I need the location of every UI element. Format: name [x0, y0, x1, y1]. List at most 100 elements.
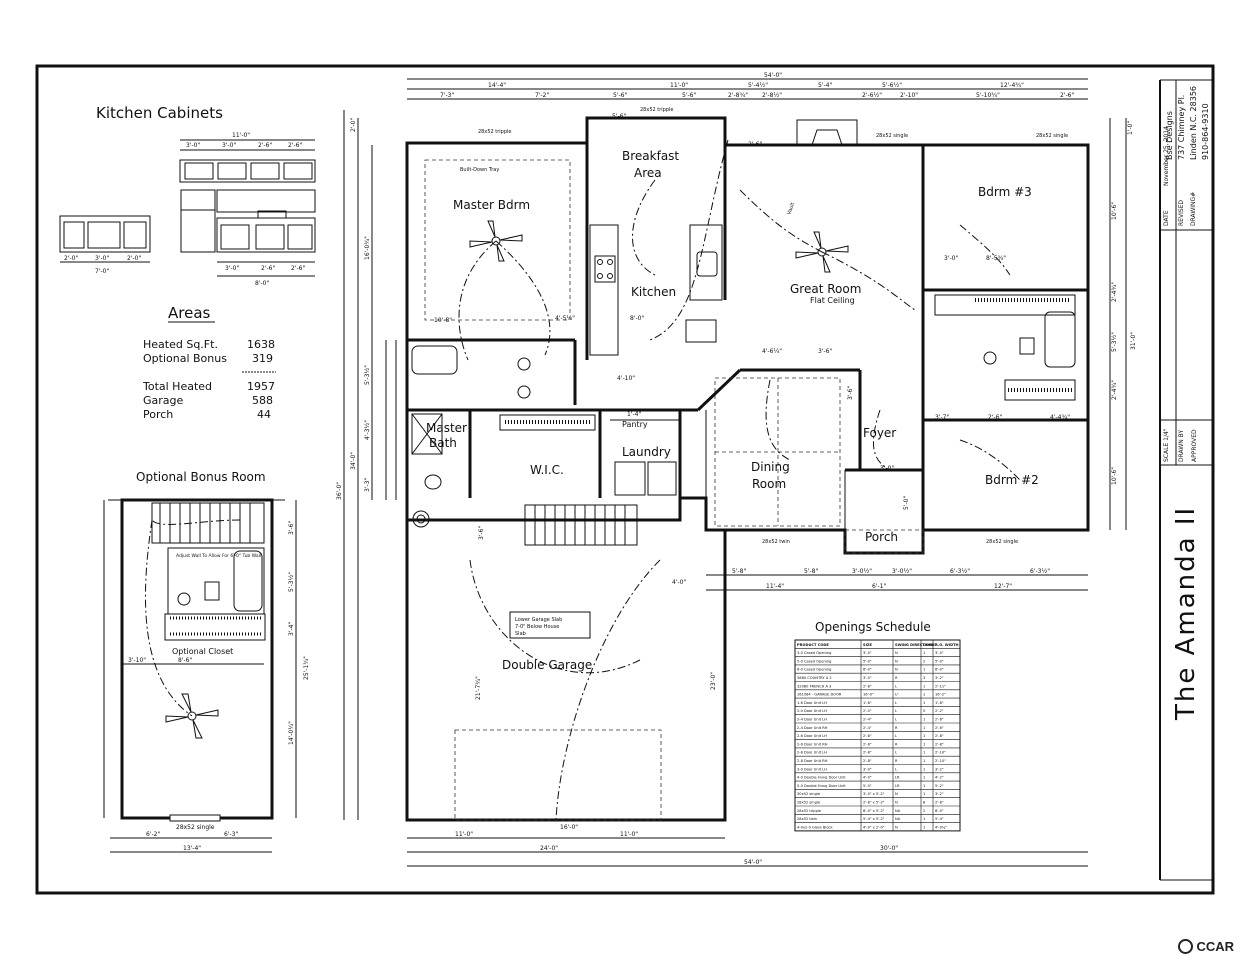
openings-table-cell: 1'-8" — [935, 701, 944, 705]
room-breakfast-1: Breakfast — [622, 149, 679, 163]
dim-misc-12: 8'-5¾" — [986, 255, 1006, 262]
dim-top-r1-2: 5'-4½" — [748, 82, 768, 89]
openings-table-cell: L — [895, 734, 897, 738]
tb-drawing-label: DRAWING# — [1190, 192, 1197, 226]
openings-table-cell: 1 — [923, 734, 925, 738]
kitchen-counter-right — [689, 224, 723, 301]
openings-table-cell: 6-0 Cased Opening — [797, 668, 831, 672]
area-label-total: Total Heated — [142, 380, 212, 393]
cab-left-total: 7'-0" — [95, 268, 109, 275]
plan-name: The Amanda II — [1171, 506, 1201, 721]
water-heater-icon — [412, 510, 430, 528]
great-room-note: Flat Ceiling — [810, 296, 855, 305]
cab-left-dim-2: 3'-0" — [95, 255, 109, 262]
openings-table-frame — [794, 639, 961, 832]
dim-misc-13: 3'-7" — [935, 414, 949, 421]
openings-table-cell: N — [895, 792, 898, 796]
tb-address2: Linden N.C. 28356 — [1189, 86, 1198, 160]
dim-top-r1-5: 12'-4¾" — [1000, 82, 1024, 89]
openings-table-cell: R — [895, 759, 898, 763]
openings-table-cell: 3'-0" — [935, 651, 944, 655]
tb-address1: 737 Chimney Pl. — [1177, 95, 1186, 160]
area-value-heated: 1638 — [247, 338, 275, 351]
openings-table-cell: 3'-0" x 5'-2" — [863, 792, 885, 796]
openings-table-cell: 5'-2" — [935, 784, 944, 788]
room-wic: W.I.C. — [530, 463, 564, 477]
cab-left-dim-3: 2'-0" — [127, 255, 141, 262]
area-value-bonus: 319 — [252, 352, 273, 365]
kitchen-cabinets-panel: Kitchen Cabinets 11'-0" 3'-0" 3'-0" 2'-6… — [59, 104, 316, 287]
openings-table-cell: 3'-2" — [935, 676, 944, 680]
openings-table-cell: NA — [895, 817, 901, 821]
vault-label: Vault — [786, 202, 796, 216]
garage-note-1: Lower Garage Slab — [515, 617, 562, 623]
cab-upper-total: 11'-0" — [232, 132, 250, 139]
area-value-garage: 588 — [252, 394, 273, 407]
fireplace-icon — [796, 119, 858, 146]
garage-note-2: 7-0" Below House — [515, 624, 559, 630]
dim-top-r2-5: 2'-8½" — [762, 92, 782, 99]
bonus-window: 28x52 single — [176, 824, 215, 831]
openings-table-cell: 1 — [923, 784, 925, 788]
bonus-dim-right-c: 3'-4" — [288, 622, 295, 636]
bonus-tub — [233, 550, 263, 612]
area-label-bonus: Optional Bonus — [143, 352, 227, 365]
openings-table-cell: 2'-6" — [863, 742, 872, 746]
dim-garage-top: 4'-0" — [672, 579, 686, 586]
openings-table-cell: 3'-2" — [935, 767, 944, 771]
openings-header-cell: R.O. WIDTH — [935, 643, 959, 647]
tb-phone: 910-864-9310 — [1201, 103, 1210, 160]
openings-table-cell: 3'-0" — [863, 767, 872, 771]
bonus-dim-left-a: 3'-10" — [128, 657, 146, 664]
openings-table-cell: 30x52 single — [797, 792, 821, 796]
dim-left-total: 36'-0" — [336, 482, 343, 500]
bonus-dim-right-e: 14'-0¼" — [288, 721, 295, 745]
main-floor-plan: 54'-0" 14'-4" 11'-0" 5'-4½" 5'-4" 5'-6½"… — [336, 72, 1137, 867]
openings-table-cell: N — [895, 651, 898, 655]
openings-table-cell: 161084 - GARAGE DOOR — [797, 693, 842, 697]
cab-lower-total: 8'-0" — [255, 280, 269, 287]
bonus-dim-bottom-a: 6'-2" — [146, 831, 160, 838]
openings-table-cell: 3'-0" — [863, 676, 872, 680]
openings-table-cell: 4'-0¾" — [935, 825, 947, 829]
openings-table-cell: N — [895, 668, 898, 672]
openings-table-cell: 2'-4" — [863, 718, 872, 722]
openings-table-cell: 2'-2" — [935, 709, 944, 713]
dim-misc-1: 4'-6¼" — [762, 348, 782, 355]
tb-date-label: DATE — [1163, 210, 1170, 226]
garage-door-opening — [454, 729, 662, 821]
areas-panel: Areas Heated Sq.Ft. 1638 Optional Bonus … — [142, 304, 276, 421]
openings-table-cell: 1 — [923, 751, 925, 755]
openings-table-cell: 2'-8" — [863, 684, 872, 688]
dim-left-e: 2'-0" — [350, 118, 357, 132]
tb-scale: SCALE 1/4" — [1163, 428, 1170, 462]
dim-right-total: 31'-0" — [1130, 332, 1137, 350]
dim-top-r2-1: 7'-2" — [535, 92, 549, 99]
bonus-dim-bottom-total: 13'-4" — [183, 845, 201, 852]
bonus-dim-right-b: 5'-3½" — [288, 572, 295, 592]
openings-table-cell: 2-4 Door Unit RH — [797, 726, 828, 730]
dim-misc-2: 3'-6" — [818, 348, 832, 355]
openings-table-cell: 1 — [923, 684, 925, 688]
openings-table-cell: 5 — [923, 709, 925, 713]
openings-table-cell: 6'-0" — [863, 668, 872, 672]
openings-header-cell: COUNT — [923, 643, 938, 647]
openings-table-cell: 5'-0" — [935, 659, 944, 663]
openings-table-cell: 5'-0" — [863, 784, 872, 788]
dim-right-c: 5'-3½" — [1111, 332, 1118, 352]
watermark-text: CCAR — [1196, 939, 1234, 954]
dim-bottom-r2-2: 12'-7" — [994, 583, 1012, 590]
dim-misc-11: 3'-6" — [847, 386, 854, 400]
openings-table-cell: 2 — [923, 809, 925, 813]
bdrm3-closet — [934, 294, 1076, 316]
openings-table-cell: N — [895, 659, 898, 663]
openings-table-cell: N — [895, 801, 898, 805]
dim-bottom-r1-1: 5'-8" — [804, 568, 818, 575]
openings-table-cell: 2'-8" — [935, 801, 944, 805]
openings-table-cell: 1 — [923, 767, 925, 771]
dim-misc-5: 8'-0" — [630, 315, 644, 322]
openings-table-cell: 3-0 Cased Opening — [797, 651, 831, 655]
area-value-porch: 44 — [257, 408, 271, 421]
dim-misc-8: 4'-10" — [617, 375, 635, 382]
